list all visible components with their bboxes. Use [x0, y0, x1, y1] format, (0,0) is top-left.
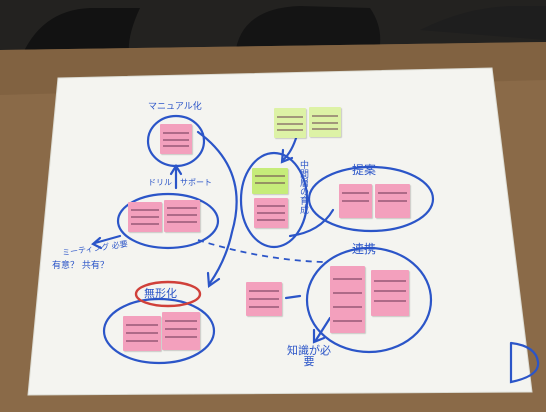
- handwriting-left-mid: ドリル・サポート: [148, 178, 212, 187]
- sticky-note: [274, 108, 306, 138]
- sticky-note: [164, 200, 200, 232]
- sticky-note: [339, 184, 372, 218]
- sticky-note: [252, 168, 288, 194]
- sticky-note: [246, 282, 282, 316]
- handwriting-corner-letter: D: [516, 346, 517, 347]
- sticky-note: [128, 202, 162, 232]
- handwriting-left-arrow2: 有意？ 共有？: [52, 261, 109, 271]
- sticky-note: [123, 316, 161, 351]
- handwriting-top-left: マニュアル化: [148, 102, 202, 112]
- sticky-note: [330, 266, 365, 333]
- sticky-note: [254, 198, 288, 228]
- handwriting-top-right: 提案: [352, 163, 377, 177]
- sticky-note: [309, 107, 341, 137]
- handwriting-bottom-right: 知識が必要: [287, 344, 331, 368]
- sticky-note: [375, 184, 410, 218]
- sticky-note: [162, 312, 200, 350]
- handwriting-center-vertical: 中間層の育成: [298, 160, 308, 214]
- handwriting-circle-red: 無形化: [144, 287, 177, 300]
- sticky-note: [160, 124, 192, 154]
- sticky-note: [371, 270, 409, 316]
- handwriting-mid-right: 連携: [352, 242, 377, 256]
